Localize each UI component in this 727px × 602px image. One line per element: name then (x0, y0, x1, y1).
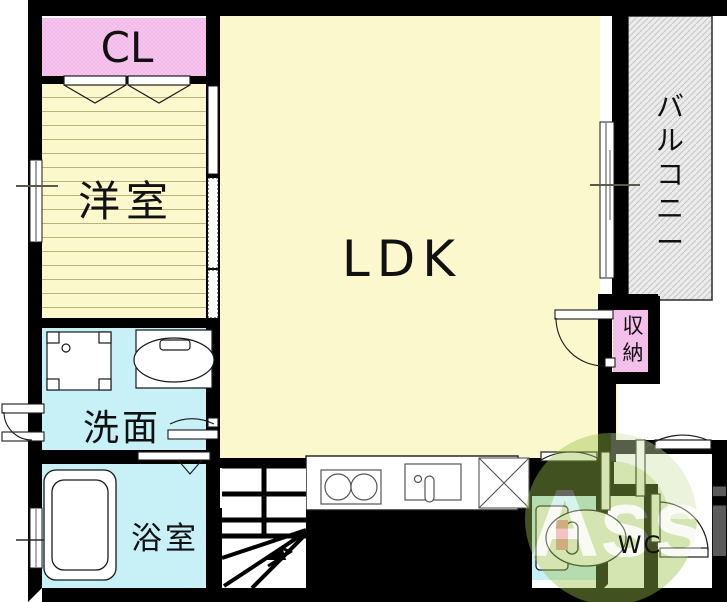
pocket-door-washroom-west (1, 403, 45, 442)
bathtub (43, 469, 117, 581)
svg-text:ニ: ニ (656, 192, 684, 225)
svg-text:コ: コ (656, 158, 684, 191)
stove-two-burner (320, 469, 382, 505)
hinged-door-wc (650, 493, 709, 558)
svg-text:ル: ル (656, 124, 684, 157)
svg-text:収: 収 (623, 314, 644, 338)
corner-notch-sw (28, 588, 42, 602)
corner-notch-se (604, 574, 618, 588)
vanity-sink (133, 329, 215, 389)
label-yoshitsu: 洋室 (78, 177, 174, 226)
sliding-glass-door-balcony (590, 121, 640, 279)
refrigerator-space (478, 457, 530, 509)
room-balcony (627, 15, 713, 301)
washing-machine-pan (46, 331, 112, 391)
window-west-bedroom (16, 159, 58, 243)
svg-text:納: 納 (623, 341, 644, 365)
hinged-door-storage (554, 309, 616, 368)
room-cl (42, 18, 212, 76)
hinged-door-entry (635, 434, 712, 497)
folding-door-closet (63, 75, 191, 104)
watermark-assist: Assist (525, 433, 727, 602)
label-senmen: 洗面 (83, 408, 161, 449)
svg-text:Assist: Assist (530, 470, 727, 577)
hinged-door-hall-ldk (540, 451, 611, 511)
toilet-tank-accent (556, 520, 568, 550)
kitchen-sink (404, 463, 462, 503)
label-yokushitsu: 浴室 (131, 521, 199, 557)
room-shuno (613, 306, 653, 378)
label-cl: CL (101, 23, 154, 72)
label-balcony: バ ル コ ニ ー (656, 90, 684, 259)
svg-text:ー: ー (656, 226, 684, 259)
sliding-door-bedroom-ldk (207, 85, 219, 319)
label-wc: WC (618, 531, 663, 559)
bath-door (137, 451, 211, 475)
room-yoshitsu (40, 82, 218, 320)
window-west-bath (16, 507, 56, 569)
label-shuno: 収 納 (623, 314, 644, 365)
svg-text:バ: バ (656, 90, 684, 123)
staircase (221, 463, 308, 590)
hinged-door-washroom (167, 417, 219, 440)
label-ldk: LDK (342, 230, 462, 288)
